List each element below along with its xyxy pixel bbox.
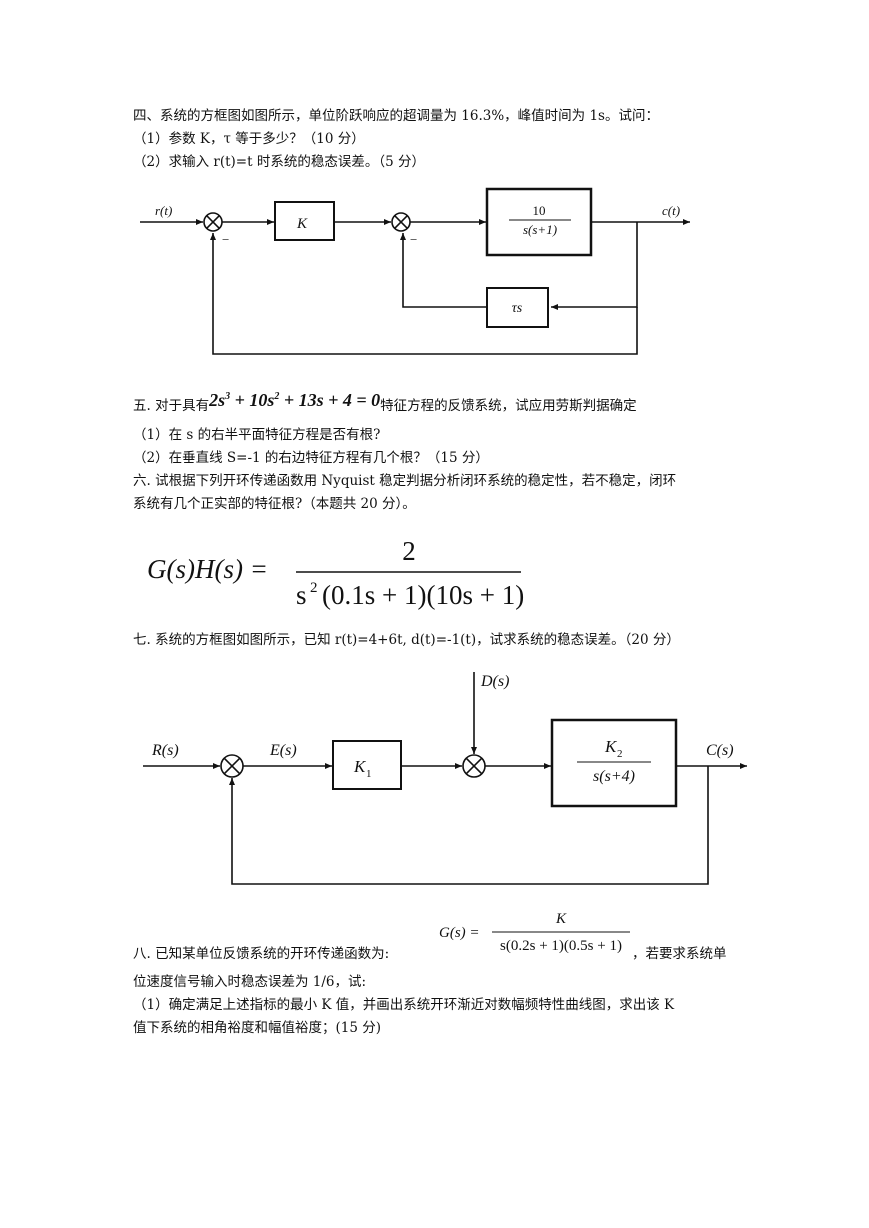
gain-block-k1 (332, 740, 402, 790)
gain-block-k (274, 201, 335, 241)
q6-numerator: 2 (402, 536, 416, 566)
q6-line2: 系统有几个正实部的特征根?（本题共 20 分）。 (133, 496, 416, 512)
q8-line3: （1）确定满足上述指标的最小 K 值，并画出系统开环渐近对数幅频特性曲线图，求出… (133, 997, 675, 1013)
q5-eq-plus10: + 10 (234, 390, 268, 410)
q4-sub2: （2）求输入 r(t)=t 时系统的稳态误差。（5 分） (133, 154, 425, 170)
k-label: K (296, 216, 308, 232)
disturbance-label-ds: D(s) (480, 673, 509, 690)
q5-eq-rest: + 13s + 4 = 0 (283, 390, 381, 410)
tau-s-label: τs (512, 301, 523, 316)
k1-subscript: 1 (366, 768, 372, 780)
plant-block-k2 (550, 718, 678, 808)
tf-denominator: s(s+1) (523, 222, 557, 237)
minus-sign-1: − (222, 232, 229, 247)
k1-label: K (353, 757, 367, 776)
q4-sub1: （1）参数 K，τ 等于多少？（10 分） (133, 131, 365, 147)
q6-den-exp: 2 (310, 580, 318, 596)
q8-line4: 值下系统的相角裕度和幅值裕度；(15 分) (133, 1020, 382, 1036)
k2-label: K (604, 737, 618, 756)
q6-den-rest: (0.1s + 1)(10s + 1) (322, 580, 524, 610)
q8-formula-lhs: G(s) = (439, 925, 480, 941)
q8-line1: 八. 已知某单位反馈系统的开环传递函数为: (133, 944, 389, 964)
q8-prefix: 八. 已知某单位反馈系统的开环传递函数为: (133, 946, 390, 962)
q5-sub2: （2）在垂直线 S=-1 的右边特征方程有几个根？（15 分） (133, 450, 489, 466)
q6-lhs: G(s)H(s) = (147, 554, 268, 584)
q5-eq-exp3: 3 (225, 391, 231, 402)
q6-den-s: s (296, 580, 307, 610)
minus-sign-2: − (410, 232, 417, 247)
tf-numerator: 10 (533, 203, 546, 218)
q4-title: 四、系统的方框图如图所示，单位阶跃响应的超调量为 16.3%，峰值时间为 1s。… (133, 108, 659, 124)
q8-line2: 位速度信号输入时稳态误差为 1/6，试: (133, 974, 367, 990)
q8-formula-den: s(0.2s + 1)(0.5s + 1) (500, 938, 622, 954)
q8-formula-num: K (555, 911, 567, 927)
q7-title: 七. 系统的方框图如图所示，已知 r(t)=4+6t, d(t)=-1(t)，试… (133, 632, 680, 648)
input-label-rs: R(s) (151, 742, 179, 759)
q5-prefix: 五. 对于具有 (133, 398, 210, 414)
q5-eq-coef: 2 (209, 390, 219, 410)
error-label-es: E(s) (269, 742, 297, 759)
input-label-rt: r(t) (155, 203, 172, 218)
q5-eq-s2: s (267, 390, 275, 410)
q5-sub1: （1）在 s 的右半平面特征方程是否有根? (133, 427, 381, 443)
plant-denominator: s(s+4) (593, 768, 635, 785)
q5-eq-s: s (218, 390, 226, 410)
q5-eq-exp2: 2 (274, 391, 280, 402)
q8-suffix: ，若要求系统单 (632, 946, 727, 962)
output-label-cs: C(s) (706, 742, 734, 759)
output-label-ct: c(t) (662, 203, 680, 218)
q5-suffix: 特征方程的反馈系统，试应用劳斯判据确定 (380, 398, 637, 414)
q6-line1: 六. 试根据下列开环传递函数用 Nyquist 稳定判据分析闭环系统的稳定性，若… (133, 473, 677, 489)
k2-subscript: 2 (617, 748, 623, 760)
q5-equation: 2s3 + 10s2 + 13s + 4 = 0 (209, 390, 380, 410)
q5-title-line: 五. 对于具有2s3 + 10s2 + 13s + 4 = 0特征方程的反馈系统… (133, 389, 637, 418)
